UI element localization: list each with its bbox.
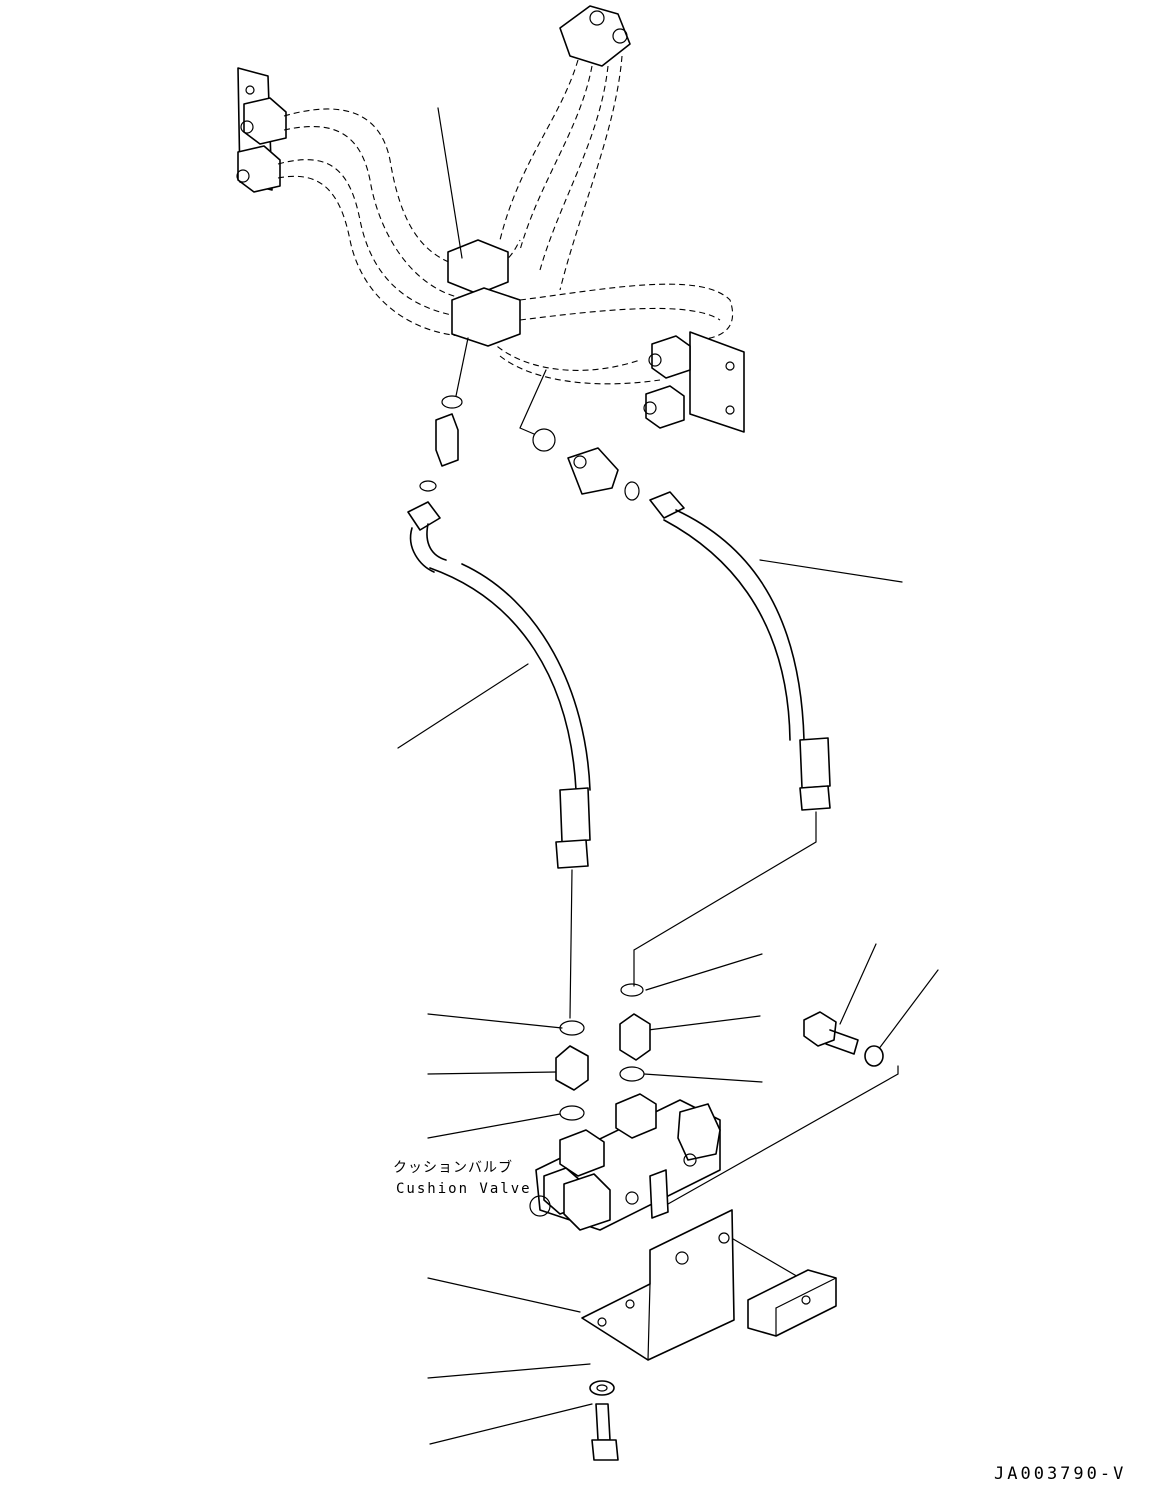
o-ring-mid-left: [419, 480, 437, 492]
lower-bolt-group: [589, 1380, 619, 1461]
o-ring-top-right: [620, 983, 644, 997]
upper-piping-assembly: [236, 5, 745, 433]
spacer-block: [747, 1269, 837, 1337]
bolt-lower-head: [591, 1439, 619, 1461]
upper-seal-and-adapter-group: [419, 395, 640, 501]
clamp-block-lower: [451, 287, 521, 347]
o-ring-right-lower: [619, 1066, 645, 1082]
clamp-block-upper: [447, 239, 509, 295]
leader-lines-lower: [427, 811, 939, 1445]
o-ring-left-lower: [559, 1105, 585, 1121]
hose-right: [649, 491, 831, 811]
hose-left: [407, 501, 591, 869]
bolt-right-head: [803, 1011, 837, 1047]
washer-lower: [589, 1380, 615, 1396]
adapter-upper-left: [435, 413, 459, 467]
washer-right: [864, 1045, 884, 1067]
drawing-number: JA003790-V: [994, 1464, 1127, 1484]
o-ring-left-upper: [559, 1020, 585, 1036]
o-ring-upper-right: [532, 428, 556, 452]
o-ring-right: [624, 481, 640, 501]
bolt-lower-shank: [595, 1403, 611, 1441]
elbow-fitting: [567, 447, 619, 495]
lower-fittings: [555, 983, 884, 1121]
connector-right: [619, 1013, 651, 1061]
cushion-valve-body: [529, 1093, 721, 1231]
o-ring-upper-left: [441, 395, 463, 409]
connector-left: [555, 1045, 589, 1091]
right-mount-plate: [689, 331, 745, 433]
leader-lines-upper: [397, 107, 903, 749]
cushion-valve-label-en: Cushion Valve: [396, 1181, 532, 1197]
cushion-valve-label-jp: クッションバルブ: [393, 1160, 513, 1176]
bracket: [581, 1209, 837, 1361]
